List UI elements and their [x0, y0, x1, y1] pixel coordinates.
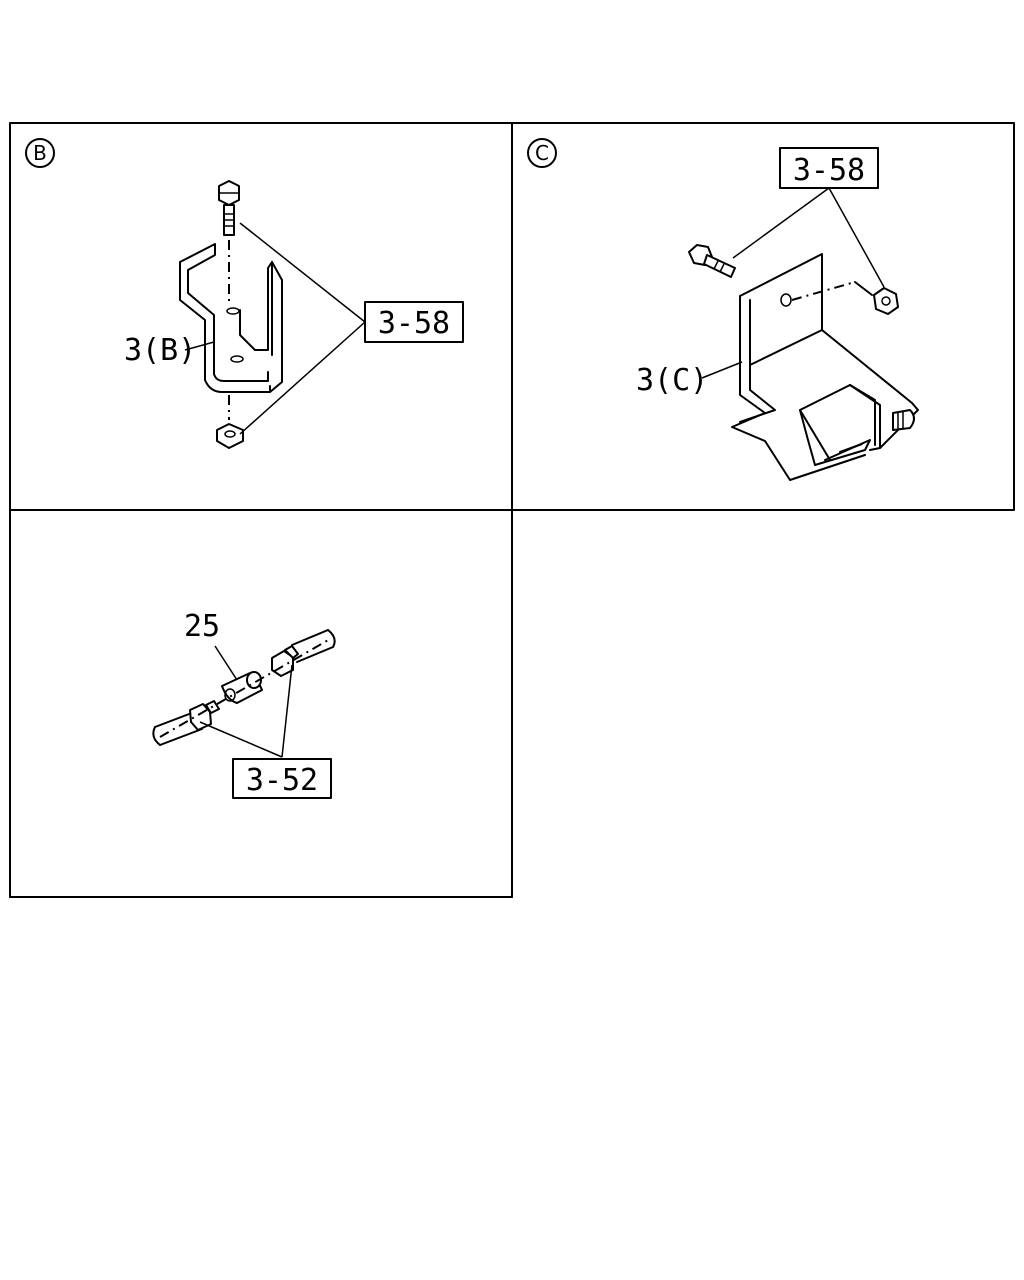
panel-b-badge: B [25, 138, 55, 168]
callout-3-58-c-text: 3-58 [793, 153, 865, 188]
callout-3-52-text: 3-52 [246, 763, 318, 798]
callout-3-58-c: 3-58 [779, 147, 879, 189]
fitting-left-icon [189, 700, 220, 731]
panel-b: B 3(B) [25, 138, 464, 449]
panel-c: C 3-58 [527, 138, 919, 481]
coupling-25-icon [221, 671, 263, 704]
callout-3-52: 3-52 [232, 758, 332, 799]
fitting-right-icon [271, 645, 299, 677]
panel-c-badge: C [527, 138, 557, 168]
part-label-3b: 3(B) [124, 333, 196, 368]
callout-3-58-b-text: 3-58 [378, 306, 450, 341]
part-label-3c: 3(C) [636, 363, 708, 398]
stud-icon [892, 409, 915, 431]
bolt-icon [688, 244, 736, 278]
pipe-right [291, 629, 336, 663]
nut-icon [873, 287, 899, 315]
panel-frames [9, 122, 1015, 898]
callout-3-58-b: 3-58 [364, 301, 464, 343]
panel-d: 25 [152, 609, 336, 799]
bracket-3b [179, 243, 283, 420]
bracket-3c [731, 253, 919, 481]
part-label-25: 25 [184, 609, 220, 644]
panel-c-badge-letter: C [535, 141, 549, 165]
panel-b-badge-letter: B [33, 141, 47, 165]
bolt-icon [218, 180, 240, 305]
nut-icon [216, 423, 244, 449]
